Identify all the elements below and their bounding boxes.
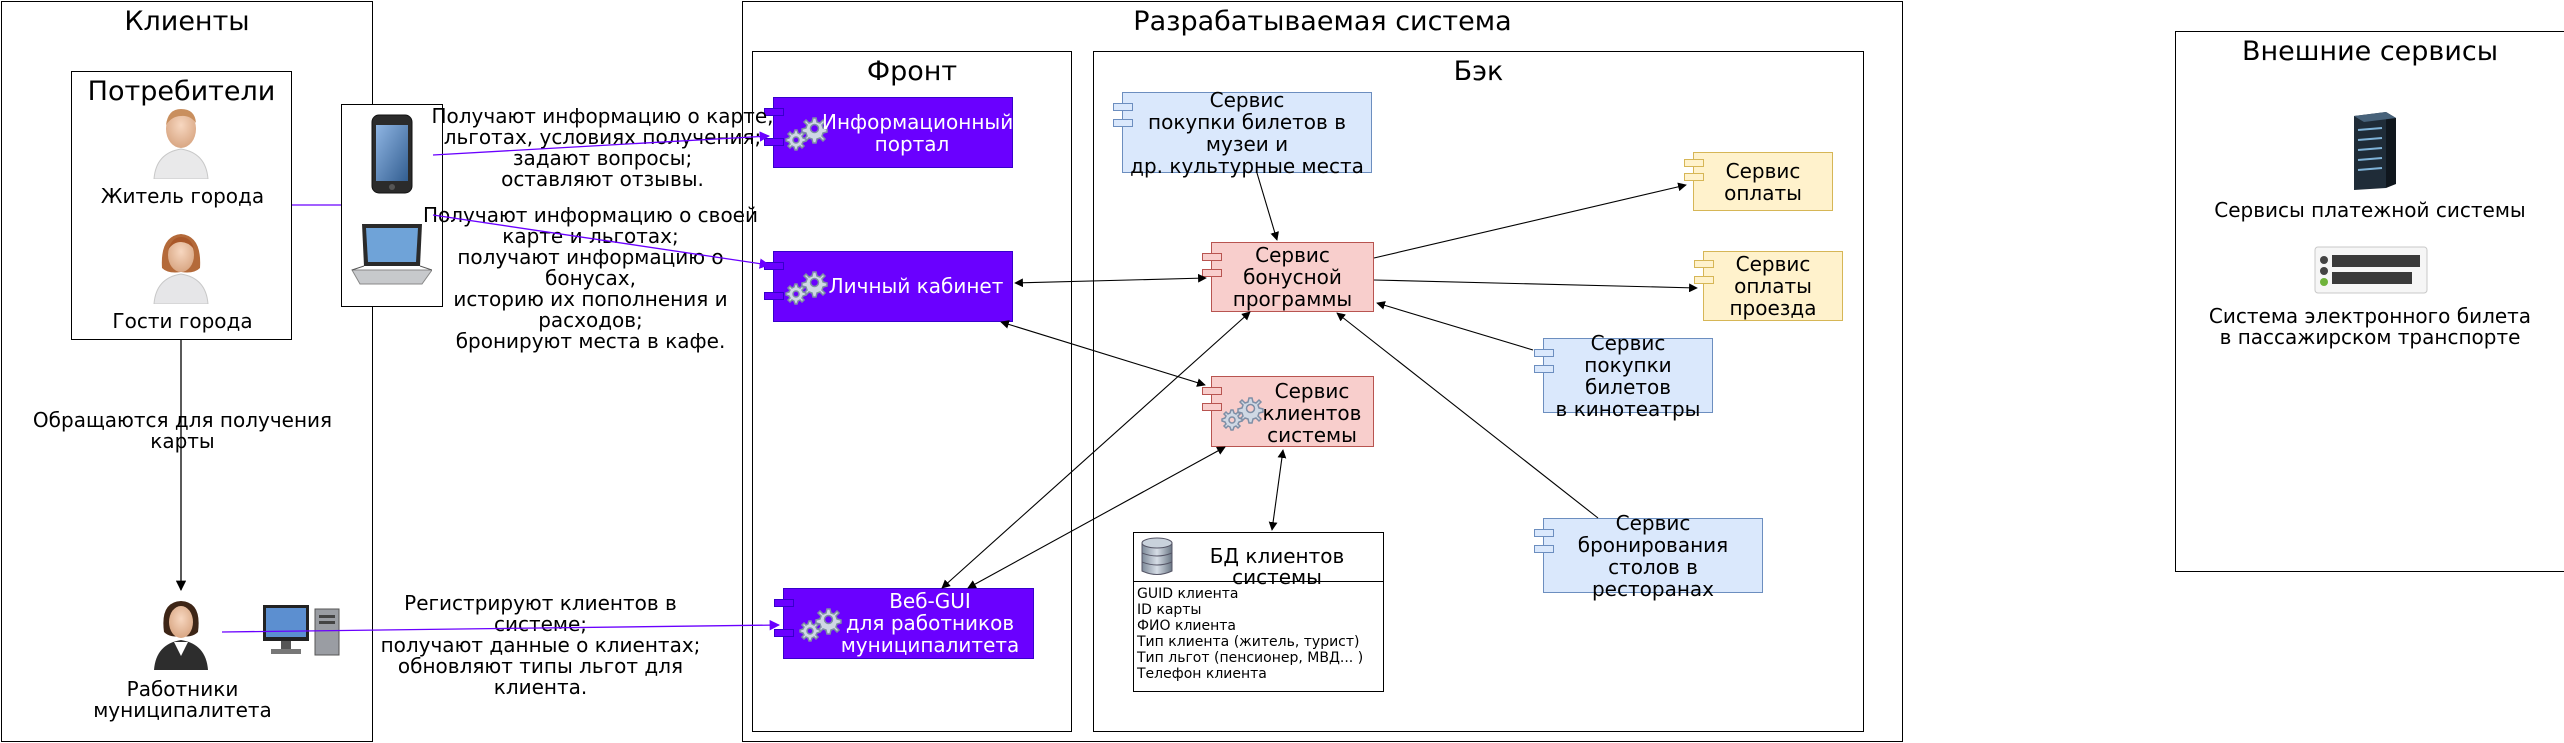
- gear-icon: [785, 271, 828, 305]
- cinema-tickets-service-label: Сервис покупки билетов в кинотеатры: [1555, 330, 1701, 421]
- clients-db-fields: GUID клиента ID карты ФИО клиента Тип кл…: [1137, 586, 1364, 682]
- web-gui-label: Веб-GUI для работников муниципалитета: [840, 589, 1020, 657]
- clients-title: Клиенты: [124, 6, 250, 37]
- resident-avatar-icon: [153, 109, 209, 179]
- webgui-edge-label: Регистрируют клиентов в системе; получаю…: [380, 591, 701, 699]
- consumers-title: Потребители: [87, 76, 276, 107]
- gear-icon: [1221, 397, 1264, 431]
- portal-edge-label: Получают информацию о карте, льготах, ус…: [431, 104, 774, 191]
- laptop-icon: [351, 224, 432, 285]
- gear-icon: [799, 608, 842, 642]
- fare-payment-service[interactable]: Сервис оплаты проезда: [1694, 251, 1843, 321]
- cinema-tickets-service[interactable]: Сервис покупки билетов в кинотеатры: [1534, 332, 1713, 420]
- guest-avatar-icon: [153, 234, 209, 304]
- system-title: Разрабатываемая система: [1133, 6, 1512, 37]
- resident-label: Житель города: [100, 184, 265, 208]
- gear-icon: [785, 117, 828, 151]
- bonus-program-service-label: Сервис бонусной программы: [1232, 243, 1353, 311]
- cabinet-edge-label: Получают информацию о своей карте и льго…: [423, 203, 758, 353]
- museum-tickets-service[interactable]: Сервис покупки билетов в музеи и др. кул…: [1113, 89, 1372, 177]
- clients-db-title: БД клиентов системы: [1209, 544, 1345, 589]
- bonus-program-service[interactable]: Сервис бонусной программы: [1202, 242, 1374, 312]
- front-title: Фронт: [866, 56, 958, 87]
- clients-service-label: Сервис клиентов системы: [1262, 379, 1362, 447]
- smartphone-icon: [371, 114, 413, 194]
- desktop-computer-icon: [263, 605, 340, 656]
- guest-label: Гости города: [112, 309, 253, 333]
- obtain-card-label: Обращаются для получения карты: [20, 410, 345, 452]
- restaurant-booking-service-label: Сервис бронирования столов в ресторанах: [1577, 510, 1729, 601]
- payment-systems-label: Сервисы платежной системы: [2214, 198, 2526, 222]
- info-portal-label: Информационный портал: [822, 110, 1014, 156]
- municipal-label: Работники муниципалитета: [93, 677, 272, 722]
- museum-tickets-service-label: Сервис покупки билетов в музеи и др. кул…: [1130, 87, 1364, 178]
- database-icon: [1141, 537, 1173, 575]
- fare-payment-service-label: Сервис оплаты проезда: [1729, 252, 1817, 320]
- payment-service[interactable]: Сервис оплаты: [1684, 152, 1833, 211]
- payment-service-label: Сервис оплаты: [1724, 158, 1802, 205]
- external-services-title: Внешние сервисы: [2241, 36, 2499, 67]
- udobny-marshrut-logo: [2314, 246, 2428, 294]
- back-title: Бэк: [1453, 56, 1504, 87]
- server-rack-icon: [2354, 112, 2396, 190]
- personal-cabinet-label: Личный кабинет: [828, 274, 1004, 298]
- restaurant-booking-service[interactable]: Сервис бронирования столов в ресторанах: [1534, 512, 1763, 600]
- e-ticket-system-label: Система электронного билета в пассажирск…: [2208, 304, 2532, 349]
- municipal-worker-avatar-icon: [154, 601, 208, 670]
